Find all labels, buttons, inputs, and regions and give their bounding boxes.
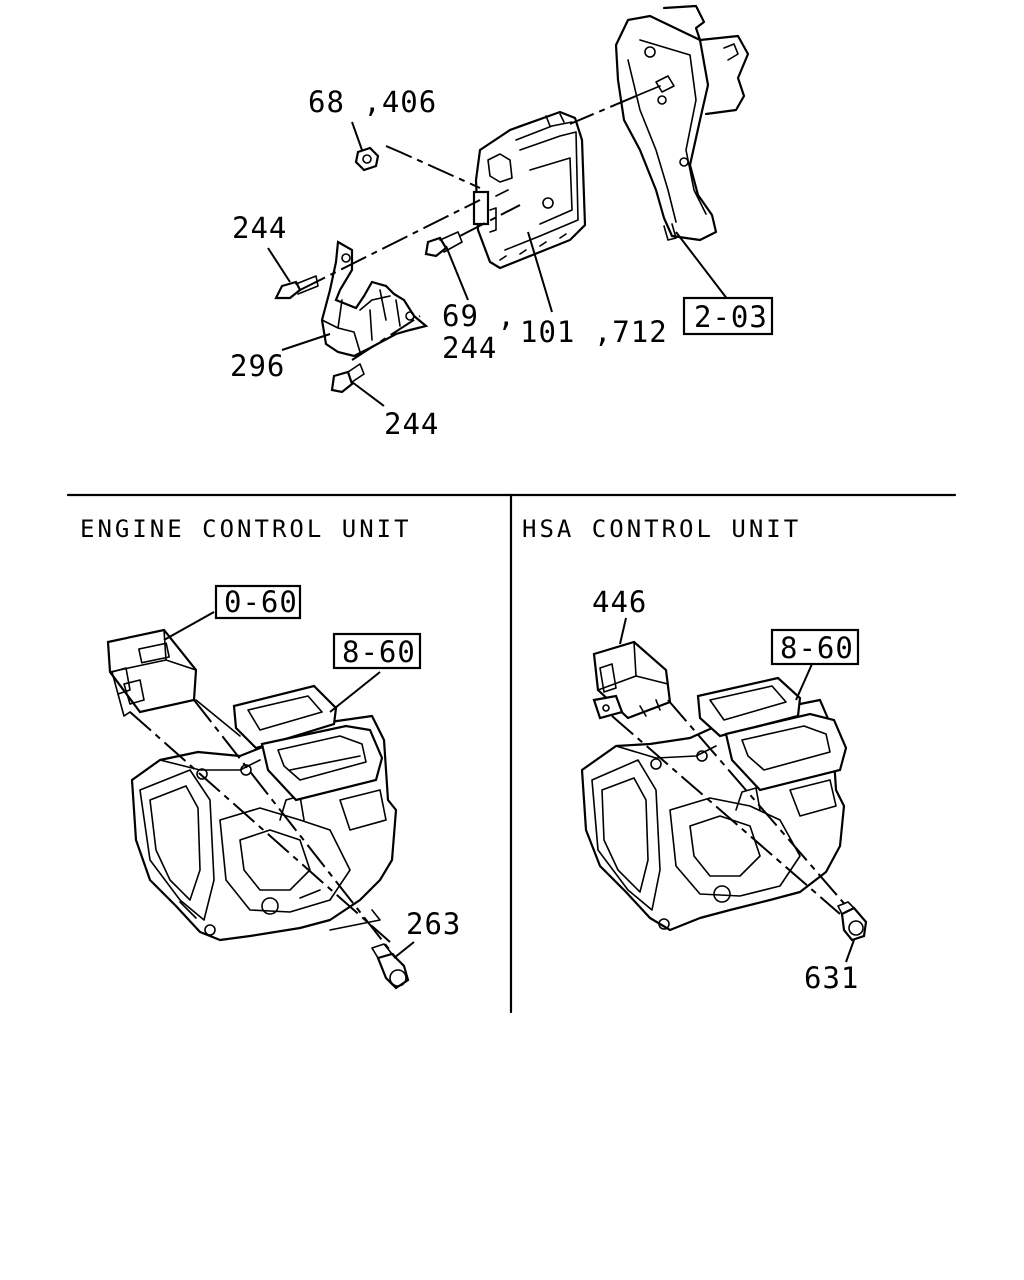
engine-bracket-plate bbox=[195, 699, 381, 931]
label-446: 446 bbox=[592, 585, 647, 619]
bracket-296 bbox=[320, 240, 429, 358]
bolt-263 bbox=[371, 943, 410, 990]
label-244-upper: 244 bbox=[232, 211, 287, 245]
bolt-69-244 bbox=[424, 231, 463, 258]
label-296: 296 bbox=[230, 349, 285, 383]
label-244-lower: 244 bbox=[384, 407, 439, 441]
hsa-section-title: HSA CONTROL UNIT bbox=[522, 515, 801, 543]
ref-box-0-60 bbox=[214, 584, 302, 620]
label-101-712: 101 ,712 bbox=[520, 315, 668, 349]
label-68-406: 68 ,406 bbox=[308, 85, 437, 119]
engine-section-title: ENGINE CONTROL UNIT bbox=[80, 515, 412, 543]
ref-0-60: 0-60 bbox=[224, 585, 298, 619]
hsa-heater-unit bbox=[580, 676, 848, 932]
hsa-control-unit-box bbox=[592, 640, 672, 720]
control-module bbox=[472, 110, 587, 270]
ref-box-8-60-hsa bbox=[770, 628, 860, 666]
bolt-631 bbox=[837, 901, 868, 942]
mounting-bracket bbox=[614, 4, 750, 242]
engine-heater-unit bbox=[130, 684, 398, 942]
label-631: 631 bbox=[804, 961, 859, 995]
label-244-middle: 244 bbox=[442, 331, 497, 365]
bolt-244-upper bbox=[274, 275, 319, 300]
top-assembly bbox=[267, 4, 774, 407]
nut-68-406 bbox=[354, 146, 380, 172]
ref-8-60-engine: 8-60 bbox=[342, 635, 416, 669]
ref-box-2-03 bbox=[682, 296, 774, 336]
engine-control-unit-box bbox=[106, 628, 198, 717]
stud-bolt bbox=[635, 75, 675, 97]
label-69: 69 , bbox=[442, 299, 516, 333]
ref-8-60-hsa: 8-60 bbox=[780, 631, 854, 665]
ref-box-8-60-engine bbox=[332, 632, 422, 670]
label-263: 263 bbox=[406, 907, 461, 941]
bolt-244-lower bbox=[330, 363, 365, 394]
ref-2-03: 2-03 bbox=[694, 300, 768, 334]
